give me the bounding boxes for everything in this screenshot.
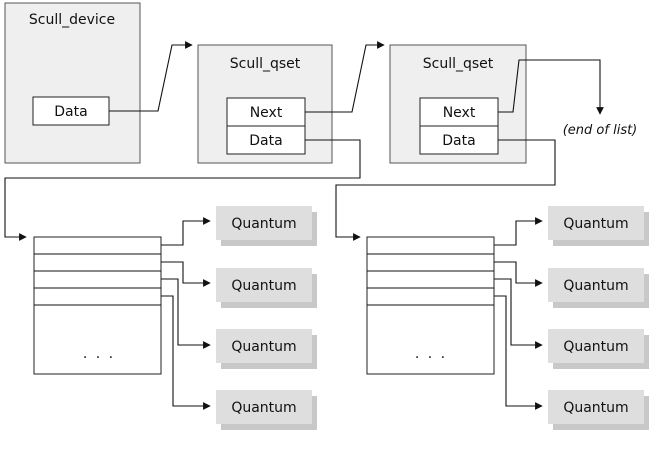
array-2-pointer-arrow	[494, 278, 543, 349]
qset2-data-to-array2-arrow	[335, 139, 556, 241]
array-2-pointer-arrow	[494, 295, 543, 410]
quantum-label: Quantum	[563, 216, 628, 232]
quantum-label: Quantum	[231, 216, 296, 232]
quantum-box: Quantum	[548, 329, 649, 369]
array-1-ellipsis: . . .	[83, 346, 115, 362]
array-1-pointer-arrow	[161, 278, 211, 349]
scull-device-data-field	[32, 96, 110, 126]
quantum-box: Quantum	[216, 390, 317, 430]
quantum-label: Quantum	[563, 339, 628, 355]
array-1-pointer-arrow	[161, 295, 211, 410]
quantum-label: Quantum	[563, 278, 628, 294]
scull-qset-2-data-label: Data	[442, 133, 475, 149]
quantum-box: Quantum	[548, 268, 649, 308]
array-1-pointer-arrow	[161, 261, 211, 287]
scull-qset-1-data-label: Data	[249, 133, 282, 149]
quantum-label: Quantum	[231, 400, 296, 416]
quantum-box: Quantum	[216, 206, 317, 246]
scull-qset-2-panel: Scull_qset Next Data	[389, 44, 527, 164]
array-2-pointer-arrow	[494, 217, 543, 246]
scull-device-data-label: Data	[54, 104, 87, 120]
quantum-box: Quantum	[548, 206, 649, 246]
end-of-list-note: (end of list)	[563, 123, 638, 138]
scull-qset-2-next-label: Next	[443, 105, 476, 121]
qset1-next-to-qset2-arrow	[305, 41, 385, 113]
device-to-qset1-arrow	[109, 41, 193, 112]
scull-qset-1-data-field	[226, 125, 306, 155]
quantum-label: Quantum	[231, 278, 296, 294]
scull-qset-1-title: Scull_qset	[230, 56, 301, 72]
array-1-pointer-arrow	[161, 217, 211, 246]
scull-qset-2-data-field	[419, 125, 499, 155]
quantum-label: Quantum	[563, 400, 628, 416]
array-2-ellipsis: . . .	[415, 346, 447, 362]
scull-qset-1-panel: Scull_qset Next Data	[197, 44, 333, 164]
qset2-next-to-end-arrow	[498, 59, 604, 115]
scull-device-panel: Scull_device Data	[4, 2, 141, 164]
qset1-data-to-array1-arrow	[4, 139, 361, 241]
array-2-pointer-arrow	[494, 261, 543, 287]
quantum-box: Quantum	[216, 268, 317, 308]
quantum-box: Quantum	[548, 390, 649, 430]
quantum-array-2: . . . Quantum Quantum Quantum Quantum	[366, 206, 649, 430]
quantum-array-1: . . . Quantum Quantum Quantum Quantum	[33, 206, 317, 430]
quantum-box: Quantum	[216, 329, 317, 369]
quantum-label: Quantum	[231, 339, 296, 355]
scull-qset-1-next-label: Next	[250, 105, 283, 121]
scull-device-title: Scull_device	[29, 12, 115, 28]
scull-qset-2-title: Scull_qset	[423, 56, 494, 72]
